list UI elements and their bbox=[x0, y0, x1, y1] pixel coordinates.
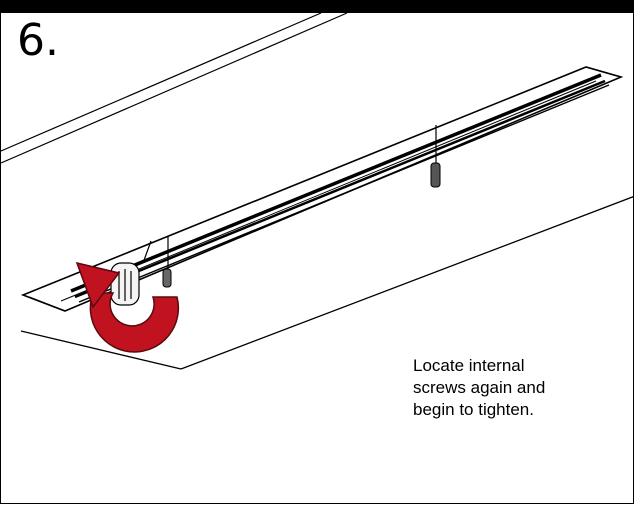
suspension-cable bbox=[162, 125, 441, 288]
caption-line-2: screws again and bbox=[413, 378, 546, 397]
step-number: 6. bbox=[17, 15, 59, 66]
ceiling-edge-lines bbox=[1, 12, 348, 164]
top-border bbox=[1, 1, 634, 13]
ceiling-panel bbox=[20, 195, 634, 370]
caption-line-1: Locate internal bbox=[413, 356, 525, 375]
rotate-clockwise-arrow-icon bbox=[75, 261, 180, 353]
linear-light-fixture bbox=[20, 66, 624, 312]
caption-line-3: begin to tighten. bbox=[413, 400, 534, 419]
instruction-caption: Locate internal screws again and begin t… bbox=[413, 355, 613, 421]
